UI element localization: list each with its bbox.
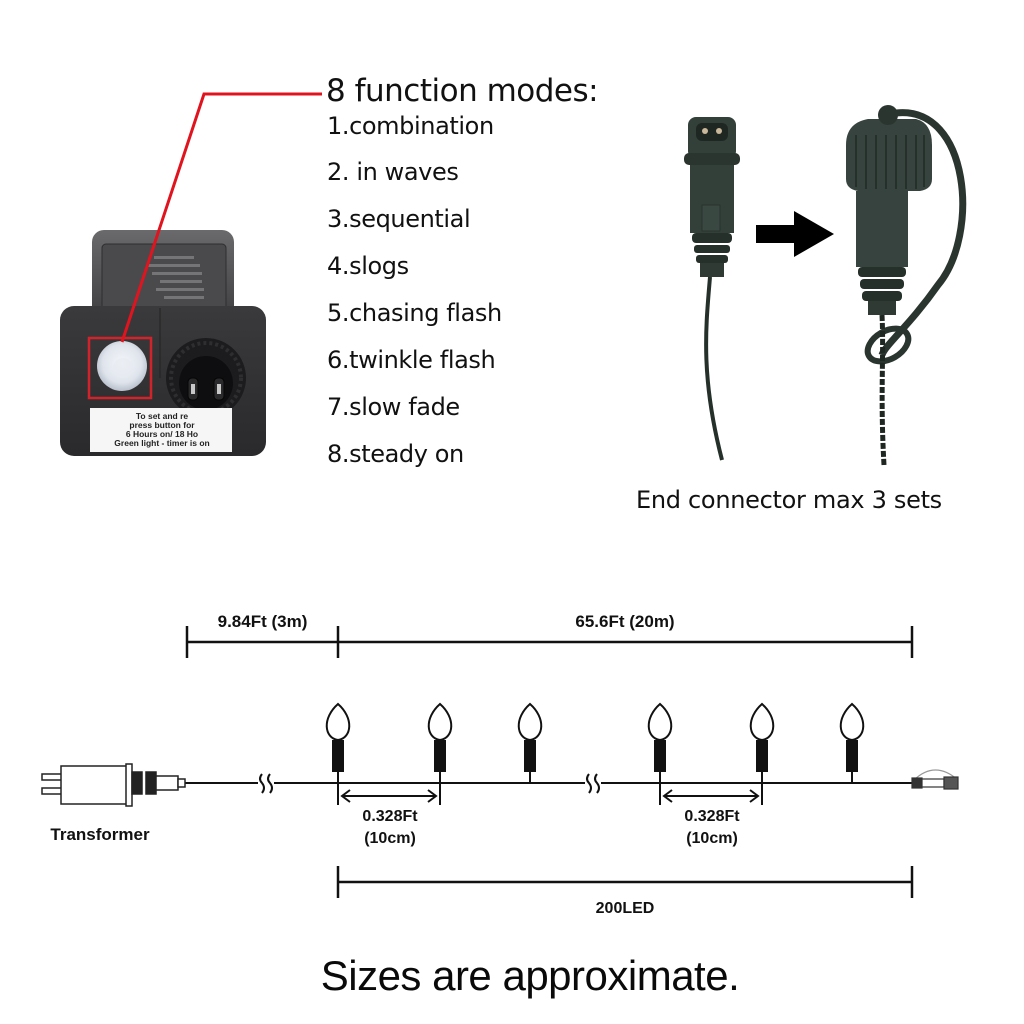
led-bulb-icon: [517, 702, 543, 783]
spacing-cm: (10cm): [686, 830, 738, 847]
led-count-dimension-line: [336, 866, 914, 898]
led-bulb-icon: [647, 702, 673, 783]
transformer-icon: [41, 763, 186, 807]
spacing-label-left: 0.328Ft (10cm): [330, 806, 450, 850]
end-connector-illustration: [684, 105, 967, 466]
capped-connector-icon: [846, 105, 967, 466]
sticker-line: 6 Hours on/ 18 Ho: [125, 429, 199, 439]
mode-item: 3.sequential: [327, 205, 471, 233]
controller-box: To set and re press button for 6 Hours o…: [56, 228, 270, 460]
led-bulbs: [325, 702, 865, 783]
end-connector-caption: End connector max 3 sets: [636, 486, 942, 514]
mode-item: 6.twinkle flash: [327, 346, 496, 374]
sticker-line: press button for: [129, 420, 195, 430]
led-bulb-icon: [749, 702, 775, 783]
dimension-diagram: [41, 626, 959, 898]
controller-sticker-text: To set and re press button for 6 Hours o…: [92, 412, 232, 452]
led-bulb-icon: [325, 702, 351, 783]
transformer-label: Transformer: [50, 825, 150, 844]
male-plug-icon: [684, 117, 740, 461]
function-modes-title: 8 function modes:: [326, 73, 599, 109]
led-bulb-icon: [839, 702, 865, 783]
controller-illustration: [60, 230, 266, 456]
end-plug-icon: [911, 769, 959, 790]
led-bulb-icon: [427, 702, 453, 783]
mode-item: 8.steady on: [327, 440, 464, 468]
arrow-right-icon: [756, 211, 834, 257]
callout-line: [120, 92, 322, 343]
sticker-line: Green light - timer is on: [114, 438, 210, 448]
length-dimension-line: [185, 626, 914, 658]
lead-length-label: 9.84Ft (3m): [217, 612, 308, 631]
sticker-line: To set and re: [135, 411, 189, 421]
spacing-label-right: 0.328Ft (10cm): [652, 806, 772, 850]
footnote: Sizes are approximate.: [320, 952, 740, 999]
wire-break-icon: [258, 772, 601, 794]
mode-item: 5.chasing flash: [327, 299, 502, 327]
lit-length-label: 65.6Ft (20m): [575, 612, 675, 631]
mode-item: 1.combination: [327, 112, 494, 140]
mode-item: 7.slow fade: [327, 393, 460, 421]
spacing-marker-left: [337, 770, 441, 805]
mode-item: 2. in waves: [327, 158, 459, 186]
spacing-marker-right: [659, 770, 763, 805]
led-count-label: 200LED: [595, 900, 655, 917]
spacing-ft: 0.328Ft: [684, 808, 740, 825]
spacing-ft: 0.328Ft: [362, 808, 418, 825]
mode-item: 4.slogs: [327, 252, 409, 280]
spacing-cm: (10cm): [364, 830, 416, 847]
